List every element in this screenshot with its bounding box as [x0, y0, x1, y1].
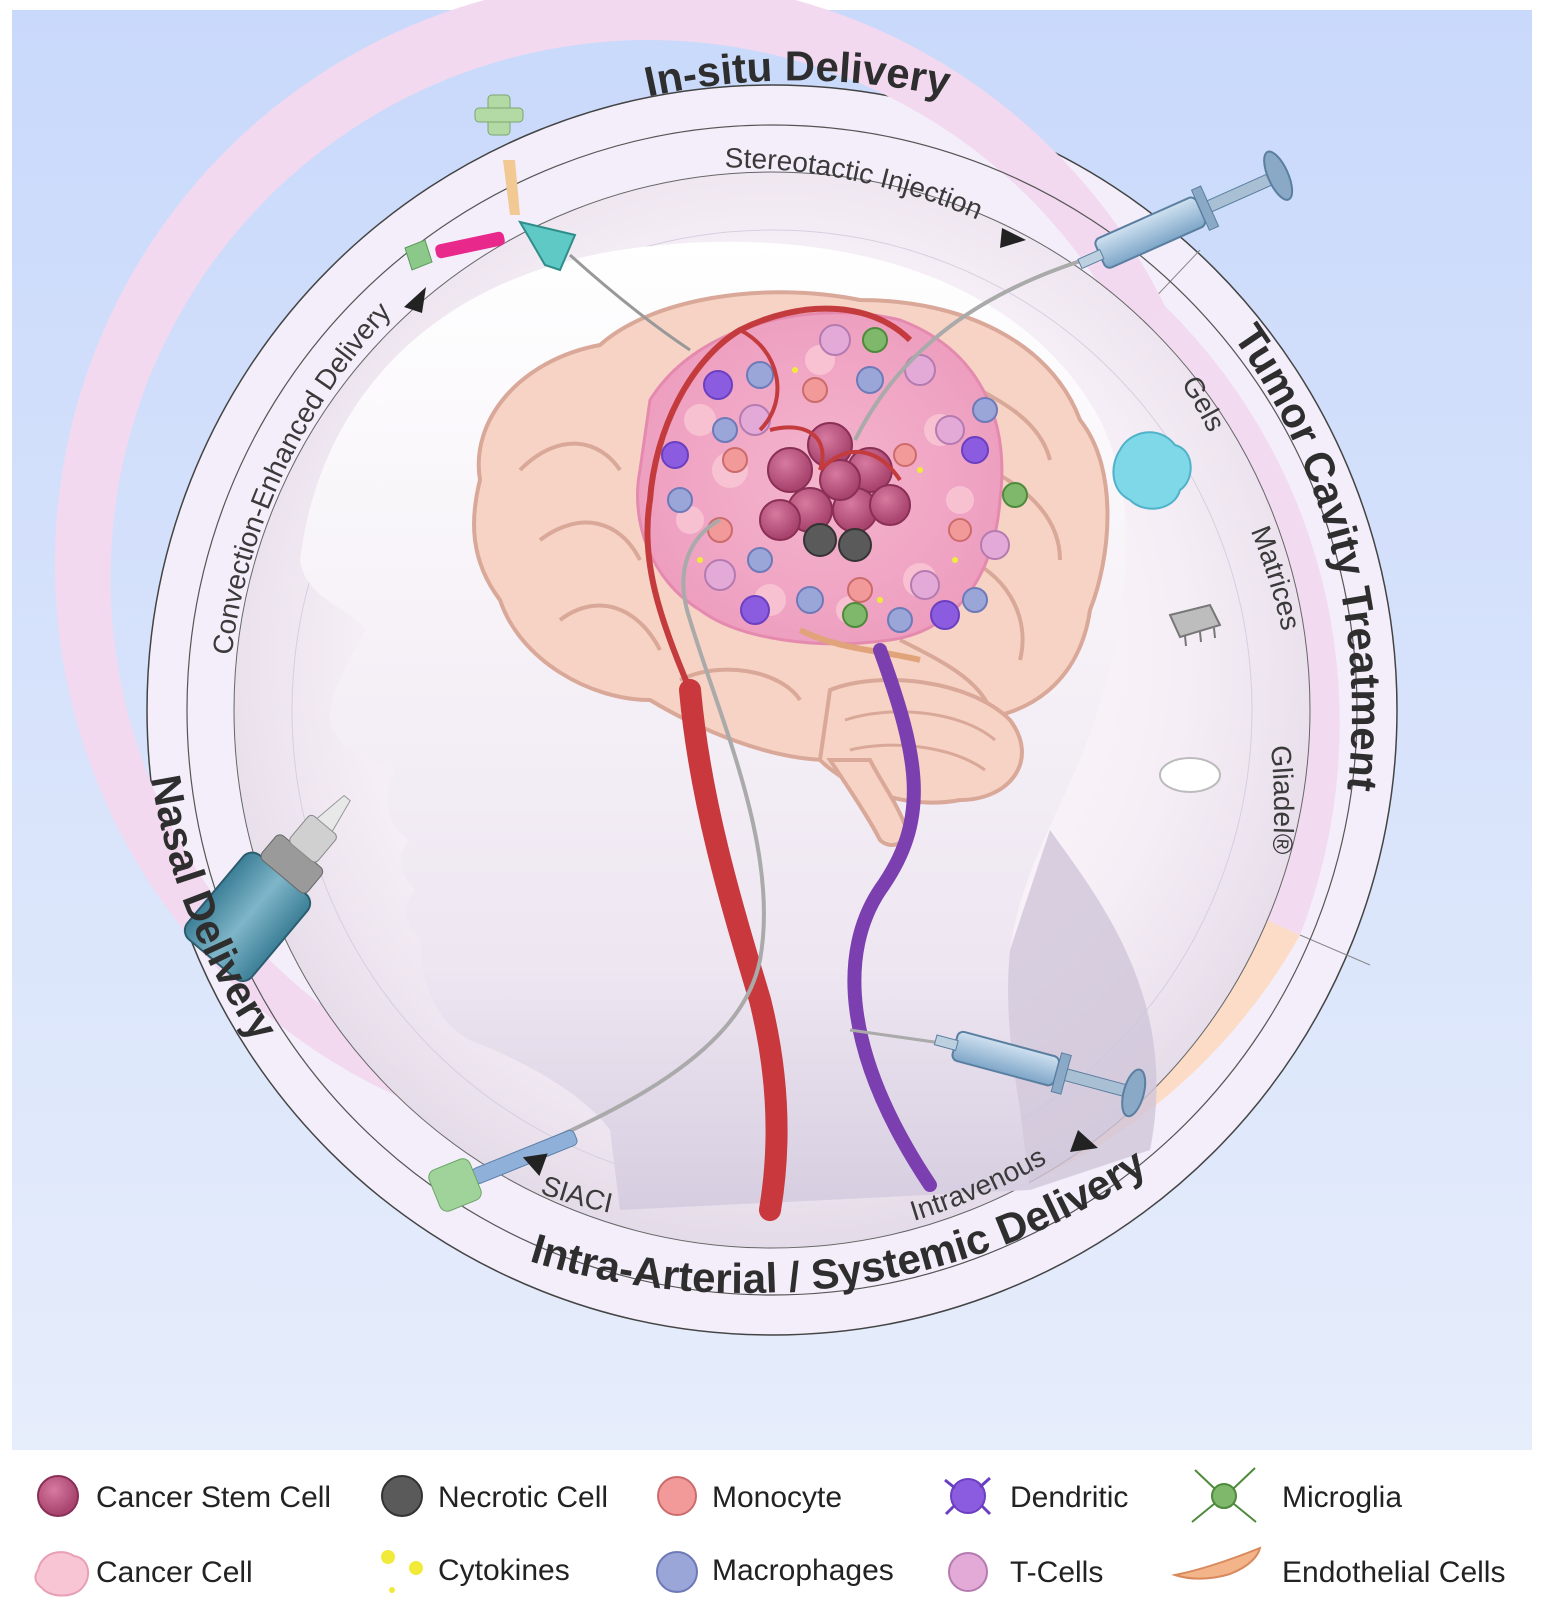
- macrophages-icon: [656, 1551, 698, 1593]
- matrices-icon: [1168, 603, 1222, 647]
- intravenous-arrow-icon: [1070, 1130, 1098, 1152]
- tumor-mass: [636, 305, 1028, 692]
- legend-label: Necrotic Cell: [438, 1481, 608, 1514]
- legend-label: T-Cells: [1010, 1556, 1103, 1589]
- stereotactic-syringe-icon: [1077, 150, 1294, 270]
- legend-label: Microglia: [1282, 1481, 1402, 1514]
- legend-label: Cytokines: [438, 1554, 570, 1587]
- legend-label: Endothelial Cells: [1282, 1556, 1505, 1589]
- cytokines-icon: [381, 1550, 423, 1593]
- legend-label: Macrophages: [712, 1554, 894, 1587]
- legend-label: Cancer Stem Cell: [96, 1481, 331, 1514]
- t-cells-icon: [948, 1552, 988, 1592]
- gliadel-wafer-icon: [1159, 757, 1221, 793]
- gliadel-label: Gliadel®: [1265, 744, 1299, 856]
- legend-label: Dendritic: [1010, 1481, 1128, 1514]
- siaci-catheter-icon: [428, 1129, 578, 1212]
- siaci-arrow-icon: [522, 1153, 548, 1177]
- intravenous-syringe-icon: [933, 1030, 1147, 1118]
- necrotic-cell-icon: [381, 1475, 423, 1517]
- legend: Cancer Stem Cell Necrotic Cell Monocyte …: [0, 1450, 1544, 1608]
- cancer-stem-cell-icon: [37, 1475, 79, 1517]
- monocyte-icon: [657, 1476, 697, 1516]
- vein: [847, 643, 937, 1192]
- legend-label: Monocyte: [712, 1481, 842, 1514]
- stereotactic-arrow-icon: [1000, 228, 1026, 248]
- legend-label: Cancer Cell: [96, 1556, 253, 1589]
- convection-catheter-icon: [404, 94, 577, 272]
- endothelial-cells-icon: [1171, 1546, 1262, 1580]
- convection-arrow-icon: [404, 287, 426, 313]
- dendritic-icon: [944, 1476, 992, 1516]
- cancer-cell-icon: [34, 1551, 90, 1597]
- artery: [679, 679, 788, 1221]
- gels-icon: [1112, 431, 1192, 510]
- microglia-icon: [1191, 1467, 1257, 1523]
- nasal-spray-icon: [183, 794, 351, 983]
